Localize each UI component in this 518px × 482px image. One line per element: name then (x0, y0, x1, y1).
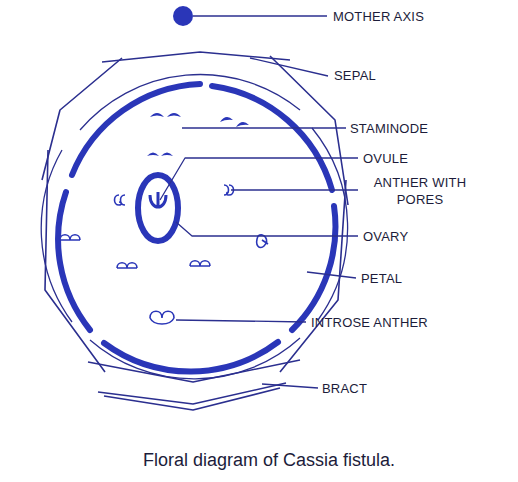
leader-lines (160, 58, 358, 388)
staminodes (147, 113, 249, 156)
petals (58, 84, 335, 372)
bract (98, 383, 286, 410)
part-label: OVULE (363, 150, 408, 167)
part-label: OVARY (363, 228, 408, 245)
ovary (138, 175, 178, 241)
sepal-inner-outline (41, 75, 347, 379)
part-label: INTROSE ANTHER (311, 314, 428, 331)
part-label: PETAL (361, 270, 402, 287)
part-label: MOTHER AXIS (333, 8, 424, 25)
figure-caption: Floral diagram of Cassia fistula. (143, 450, 395, 471)
part-label: ANTHER WITH PORES (361, 174, 479, 208)
part-label: STAMINODE (350, 120, 428, 137)
leader-line (193, 15, 327, 17)
part-label: BRACT (322, 380, 367, 397)
stamens (60, 185, 268, 324)
mother-axis-dot (173, 6, 193, 26)
part-label: SEPAL (334, 67, 376, 84)
sepals (42, 52, 348, 382)
